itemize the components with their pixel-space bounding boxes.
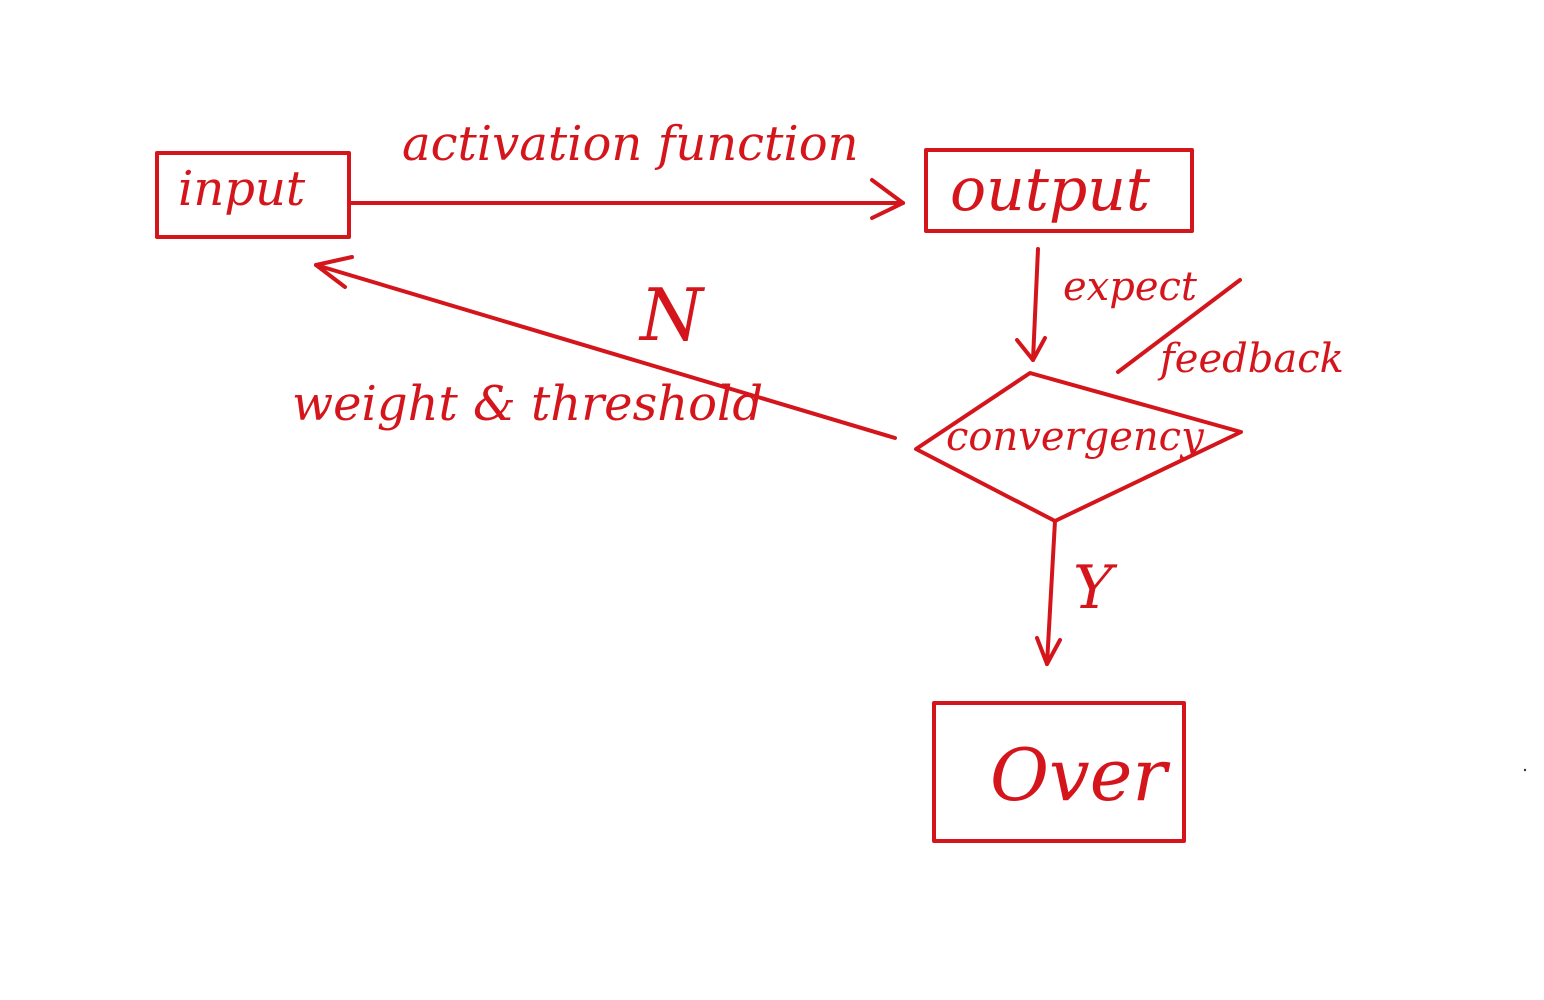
expect-label: expect [1063,264,1198,310]
arrow-convergency-to-over [1035,519,1062,666]
arrow-head [1035,636,1062,666]
over-node: Over [932,701,1186,843]
arrow-head [314,255,354,289]
input-label: input [178,161,306,217]
activation-function-label: activation function [402,116,859,172]
output-label: output [950,155,1151,225]
arrow-shaft [1031,247,1040,362]
arrow-shaft [1045,519,1057,666]
arrow-convergency-to-input [314,255,897,440]
output-node: output [924,148,1194,233]
yes-branch-label: Y [1073,553,1118,623]
feedback-label: feedback [1157,336,1344,382]
arrow-head [1015,336,1047,362]
convergency-label: convergency [946,414,1205,460]
slash-divider [1116,278,1242,374]
arrow-head [870,178,905,220]
input-node: input [155,151,351,239]
stray-dot [1523,768,1527,772]
arrow-output-to-convergency [1015,247,1047,362]
arrow-input-to-output [347,178,905,220]
output-box [924,148,1194,233]
no-branch-label: N [638,273,706,357]
arrow-shaft [314,263,897,440]
over-label: Over [990,733,1170,817]
input-box [155,151,351,239]
convergency-node: convergency [914,371,1243,523]
weight-threshold-label: weight & threshold [292,376,763,432]
over-box [932,701,1186,843]
